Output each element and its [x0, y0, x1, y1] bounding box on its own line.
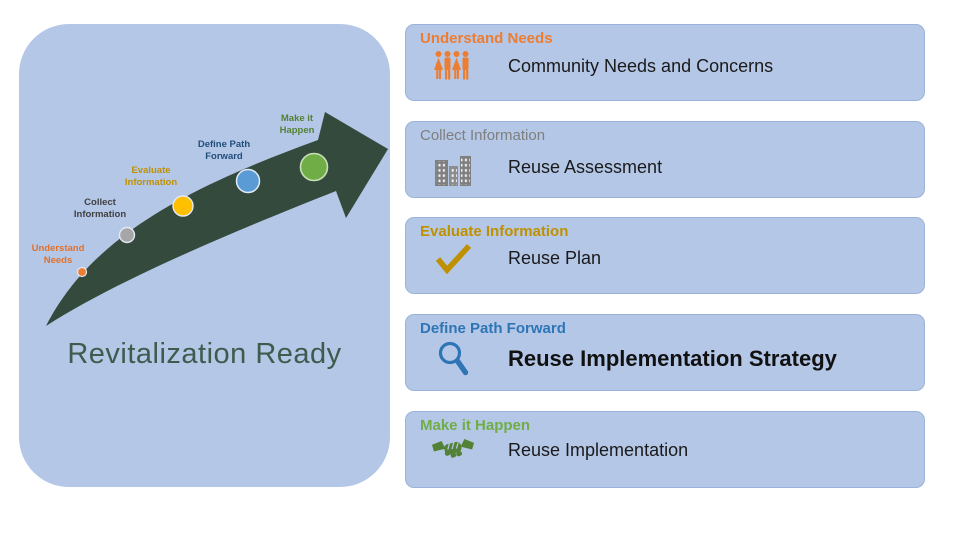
stage-label-line: Collect [84, 197, 116, 208]
stage-label-evaluate-information: Evaluate Information [96, 165, 206, 188]
stage-dot-make-it-happen [299, 152, 329, 182]
card-collect-information: Collect Information Reuse As [405, 121, 925, 198]
stage-label-line: Happen [279, 124, 315, 136]
card-body: Reuse Implementation Strategy [508, 345, 837, 371]
stage-label-line: Information [73, 208, 127, 220]
stage-label-line: Information [124, 176, 178, 188]
stage-dot-evaluate-information [172, 195, 194, 217]
card-evaluate-information: Evaluate Information Reuse Plan [405, 217, 925, 294]
card-define-path-forward: Define Path Forward Reuse Implementation… [405, 314, 925, 391]
card-body: Reuse Assessment [508, 156, 663, 177]
stage-label-line: Forward [205, 150, 243, 162]
card-title: Understand Needs [420, 30, 553, 47]
revitalization-ready-panel: Understand Needs Collect Information Eva… [19, 24, 390, 487]
stage-label-line: Needs [43, 254, 73, 266]
card-title: Make it Happen [420, 417, 531, 434]
stage-label-understand-needs: Understand Needs [3, 243, 113, 266]
growth-arrow-graphic [46, 112, 388, 326]
stage-dot-understand-needs [76, 266, 88, 278]
buildings-icon [430, 147, 476, 187]
stage-label-line: Understand [31, 243, 85, 254]
card-body: Reuse Implementation [508, 440, 689, 460]
stage-label-line: Evaluate [131, 165, 171, 176]
people-icon [430, 50, 476, 82]
card-make-it-happen: Make it Happen Reuse Imp [405, 411, 925, 488]
card-body: Reuse Plan [508, 248, 602, 268]
card-understand-needs: Understand Needs [405, 24, 925, 101]
card-body: Community Needs and Concerns [508, 55, 774, 76]
stage-label-collect-information: Collect Information [45, 197, 155, 220]
card-title: Define Path Forward [420, 320, 566, 337]
stage-dot-define-path-forward [235, 168, 261, 194]
card-title: Evaluate Information [420, 223, 569, 240]
checkmark-icon [430, 243, 476, 274]
card-title: Collect Information [420, 127, 546, 144]
handshake-icon [430, 437, 476, 464]
panel-title: Revitalization Ready [67, 338, 342, 370]
stage-label-make-it-happen: Make it Happen [242, 113, 352, 136]
magnifier-icon [430, 340, 476, 377]
stage-label-define-path-forward: Define Path Forward [169, 139, 279, 162]
stage-label-line: Make it [280, 113, 314, 124]
stage-label-line: Define Path [197, 139, 251, 150]
stage-dot-collect-information [118, 226, 136, 244]
